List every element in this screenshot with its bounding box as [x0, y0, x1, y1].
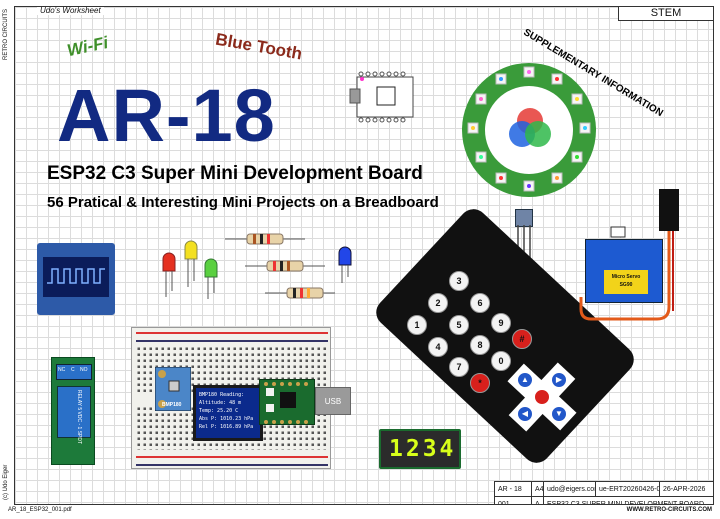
subtitle-board: ESP32 C3 Super Mini Development Board	[47, 163, 423, 184]
remote-key-star[interactable]: *	[470, 373, 490, 393]
esp32-c3-board	[259, 379, 315, 425]
stem-label: STEM	[618, 7, 713, 21]
remote-key-4[interactable]: 4	[428, 337, 448, 357]
ground-rail-bottom	[136, 464, 328, 466]
remote-key-6[interactable]: 6	[470, 293, 490, 313]
footer-url: WWW.RETRO-CIRCUITS.COM	[626, 507, 712, 513]
title-block-doc: AR - 18	[495, 482, 532, 497]
title-block-description: ESP32 C3 SUPER MINI DEVELOPMENT BOARD	[544, 497, 713, 504]
square-wave-icon	[47, 268, 105, 284]
relay-pin-c: C	[71, 367, 75, 373]
remote-key-3[interactable]: 3	[449, 271, 469, 291]
servo-name: Micro Servo	[611, 274, 641, 280]
remote-key-0[interactable]: 0	[491, 351, 511, 371]
resistors-illustration	[225, 233, 335, 299]
mini-board-illustration	[349, 71, 414, 123]
title-block-date: 26-APR-2026	[660, 482, 713, 497]
lcd-line-4: Abs P: 1010.23 hPa	[199, 416, 254, 422]
lcd-line-2: Altitude: 48 m	[199, 400, 242, 406]
lcd-line-3: Temp: 25.20 C	[199, 408, 239, 414]
bmp180-label: BMP180	[162, 402, 182, 408]
remote-right-button[interactable]: ▶	[550, 371, 568, 389]
bmp180-sensor	[155, 367, 191, 411]
micro-servo: Micro Servo SG90	[585, 239, 663, 303]
remote-key-hash[interactable]: #	[512, 329, 532, 349]
leds-illustration	[162, 240, 218, 299]
lcd-screen: BMP180 Reading: Altitude: 48 m Temp: 25.…	[193, 385, 263, 441]
seven-segment-display: 1234	[379, 429, 461, 469]
power-rail-bottom	[136, 456, 328, 458]
bluetooth-label: Blue Tooth	[214, 29, 304, 64]
page-title: AR-18	[57, 74, 276, 157]
remote-ok-button[interactable]	[533, 388, 551, 406]
oled-display-module	[37, 243, 115, 315]
title-block: AR - 18 A4 udo@eigers.com ue-ERT20260426…	[494, 481, 713, 504]
remote-key-9[interactable]: 9	[491, 313, 511, 333]
usb-connector: USB	[315, 387, 351, 415]
worksheet-label: Udo's Worksheet	[37, 7, 104, 15]
lcd-line-5: Rel P: 1016.89 hPa	[199, 424, 254, 430]
side-label-bottom: (c) Udo Eiger	[3, 464, 9, 500]
worksheet-frame: Udo's Worksheet STEM Wi-Fi Blue Tooth AR…	[14, 6, 714, 505]
relay-component	[57, 386, 91, 438]
remote-key-1[interactable]: 1	[407, 315, 427, 335]
footer-filename: AR_18_ESP32_001.pdf	[8, 507, 72, 513]
side-label-top: RETRO CIRCUITS	[3, 9, 9, 60]
power-rail-top	[136, 332, 328, 334]
relay-pin-nc: NC	[58, 367, 66, 373]
esp32-chip-icon	[264, 382, 308, 424]
title-block-doc-number: ue-ERT20260426-01	[596, 482, 660, 497]
rgb-mix-icon	[509, 108, 551, 147]
oled-screen	[43, 257, 109, 297]
lcd-line-1: BMP180 Reading:	[199, 392, 245, 398]
servo-model: SG90	[619, 282, 633, 288]
relay-module: NC C NO RELAY 5 VDC - 1 SPDT	[51, 357, 95, 465]
neopixel-leds	[467, 66, 591, 192]
remote-key-5[interactable]: 5	[449, 315, 469, 335]
remote-up-button[interactable]: ▲	[516, 371, 534, 389]
relay-pin-no: NO	[80, 367, 88, 373]
servo-label: Micro Servo SG90	[604, 270, 648, 294]
remote-left-button[interactable]: ◀	[516, 405, 534, 423]
remote-key-2[interactable]: 2	[428, 293, 448, 313]
title-block-email: udo@eigers.com	[544, 482, 596, 497]
title-block-rev: A	[532, 497, 544, 504]
remote-key-7[interactable]: 7	[449, 357, 469, 377]
remote-dpad: ▲ ▶ ◀ ▼	[506, 361, 578, 433]
subtitle-projects: 56 Pratical & Interesting Mini Projects …	[47, 194, 439, 211]
relay-text: RELAY 5 VDC - 1 SPDT	[76, 390, 82, 444]
remote-down-button[interactable]: ▼	[550, 405, 568, 423]
ground-rail-top	[136, 340, 328, 342]
remote-key-8[interactable]: 8	[470, 335, 490, 355]
relay-terminal	[56, 364, 92, 380]
seven-segment-digits: 1234	[389, 436, 457, 462]
title-block-size: A4	[532, 482, 544, 497]
wifi-label: Wi-Fi	[65, 32, 110, 61]
blue-led	[338, 246, 352, 283]
title-block-sheet: 001	[495, 497, 532, 504]
servo-wire	[579, 189, 679, 321]
